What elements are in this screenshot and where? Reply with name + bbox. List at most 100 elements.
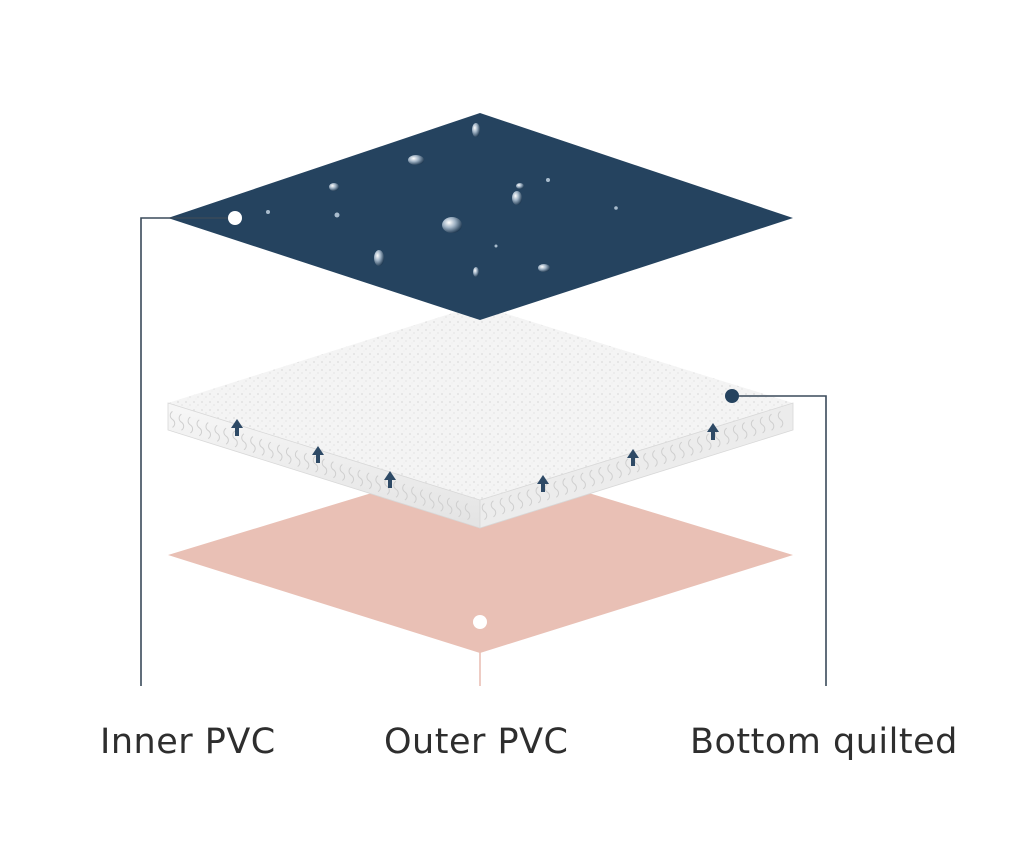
up-arrow-icon [627,449,639,466]
quilt-stitch [357,469,363,487]
quilt-stitch [750,419,757,437]
quilt-stitch [321,458,328,476]
quilt-stitch [616,461,622,479]
water-droplet-icon [266,210,270,214]
inner-marker-dot [228,211,242,225]
quilt-stitch [634,455,640,473]
arrow-group [231,419,719,492]
outer-marker-dot [473,615,487,629]
quilt-stitch [732,424,739,442]
water-droplet-icon [512,191,522,205]
quilt-stitch [384,478,390,495]
quilt-stitch [571,475,577,493]
bottom-layer [168,460,793,653]
quilt-stitch [544,483,551,501]
quilt-stitch [777,410,784,428]
quilt-stitch [741,422,748,439]
water-droplet-icon [329,183,339,191]
quilt-stitch [697,436,703,453]
quilt-stitch [187,416,194,434]
quilt-stitch [205,422,211,439]
quilt-stitch [330,461,337,479]
water-droplet-icon [472,123,480,137]
quilt-stitch [420,489,426,507]
bottom-connector-line [732,395,827,686]
quilt-stitch [375,475,381,493]
quilt-stitch [589,469,595,487]
water-droplets [266,123,618,277]
quilt-stitch [393,480,399,498]
quilt-stitch [277,444,283,462]
bottom-marker-dot [725,389,739,403]
water-droplet-icon [334,212,340,218]
quilt-stitch [625,458,631,476]
water-droplet-icon [538,264,550,272]
quilt-stitch [759,416,766,434]
quilt-stitch [285,447,292,465]
quilt-stitch [429,492,435,509]
quilt-stitch [169,410,176,428]
quilt-stitch [339,464,346,481]
water-droplet-icon [374,250,384,266]
quilt-stitch [348,466,355,484]
quilt-stitch [652,450,658,467]
water-droplet-icon [442,217,462,233]
quilt-stitch [517,492,524,509]
quilt-stitch [670,444,676,462]
quilt-stitch [250,436,256,453]
quilt-stitch [464,503,471,521]
quilt-stitch [535,486,542,504]
quilt-stitch [455,500,462,518]
quilt-stitch [268,441,274,459]
quilt-stitch [688,438,694,456]
water-droplet-icon [546,178,550,182]
quilt-stitch [580,472,586,490]
quilt-stitch [643,452,649,470]
water-droplet-icon [614,206,618,210]
quilt-stitch [446,497,453,515]
quilt-stitch [499,497,506,515]
up-arrow-icon [537,475,549,492]
up-arrow-icon [707,423,719,440]
quilt-stitch [303,452,310,470]
quilt-stitch [178,413,185,431]
water-droplet-icon [516,183,524,189]
quilt-stitch [679,441,685,459]
quilt-stitch [223,427,229,445]
quilt-stitch [402,483,408,501]
outer-pvc-label: Outer PVC [384,722,569,762]
quilt-stitch [768,413,775,431]
quilt-stitch [214,424,220,442]
up-arrow-icon [384,471,396,488]
quilt-stitch [526,489,533,507]
water-droplet-icon [494,244,498,248]
quilt-stitch [411,486,417,504]
quilt-stitch [241,433,247,451]
quilt-stitch [553,480,559,498]
middle-layer [167,305,794,529]
inner-connector-line [140,217,235,686]
quilt-stitch [366,472,372,490]
water-droplet-icon [473,267,479,277]
quilt-stitch [294,450,301,467]
bottom-quilted-label: Bottom quilted [690,722,958,762]
quilt-stitch [196,419,203,437]
quilt-stitch [437,494,444,512]
top-layer [168,113,793,320]
quilt-stitch [259,438,265,456]
quilt-stitch [706,433,712,451]
inner-pvc-label: Inner PVC [100,722,276,762]
quilt-stitch [490,500,497,518]
quilt-stitch [232,430,238,448]
quilt-stitch [714,430,721,448]
water-droplet-icon [408,155,424,165]
up-arrow-icon [312,446,324,463]
quilt-stitch [508,494,515,512]
quilt-stitch [607,464,613,481]
quilt-stitch [598,466,604,484]
quilt-stitch [661,447,667,465]
quilt-stitch [312,455,319,473]
quilt-stitch [481,503,488,521]
up-arrow-icon [231,419,243,436]
